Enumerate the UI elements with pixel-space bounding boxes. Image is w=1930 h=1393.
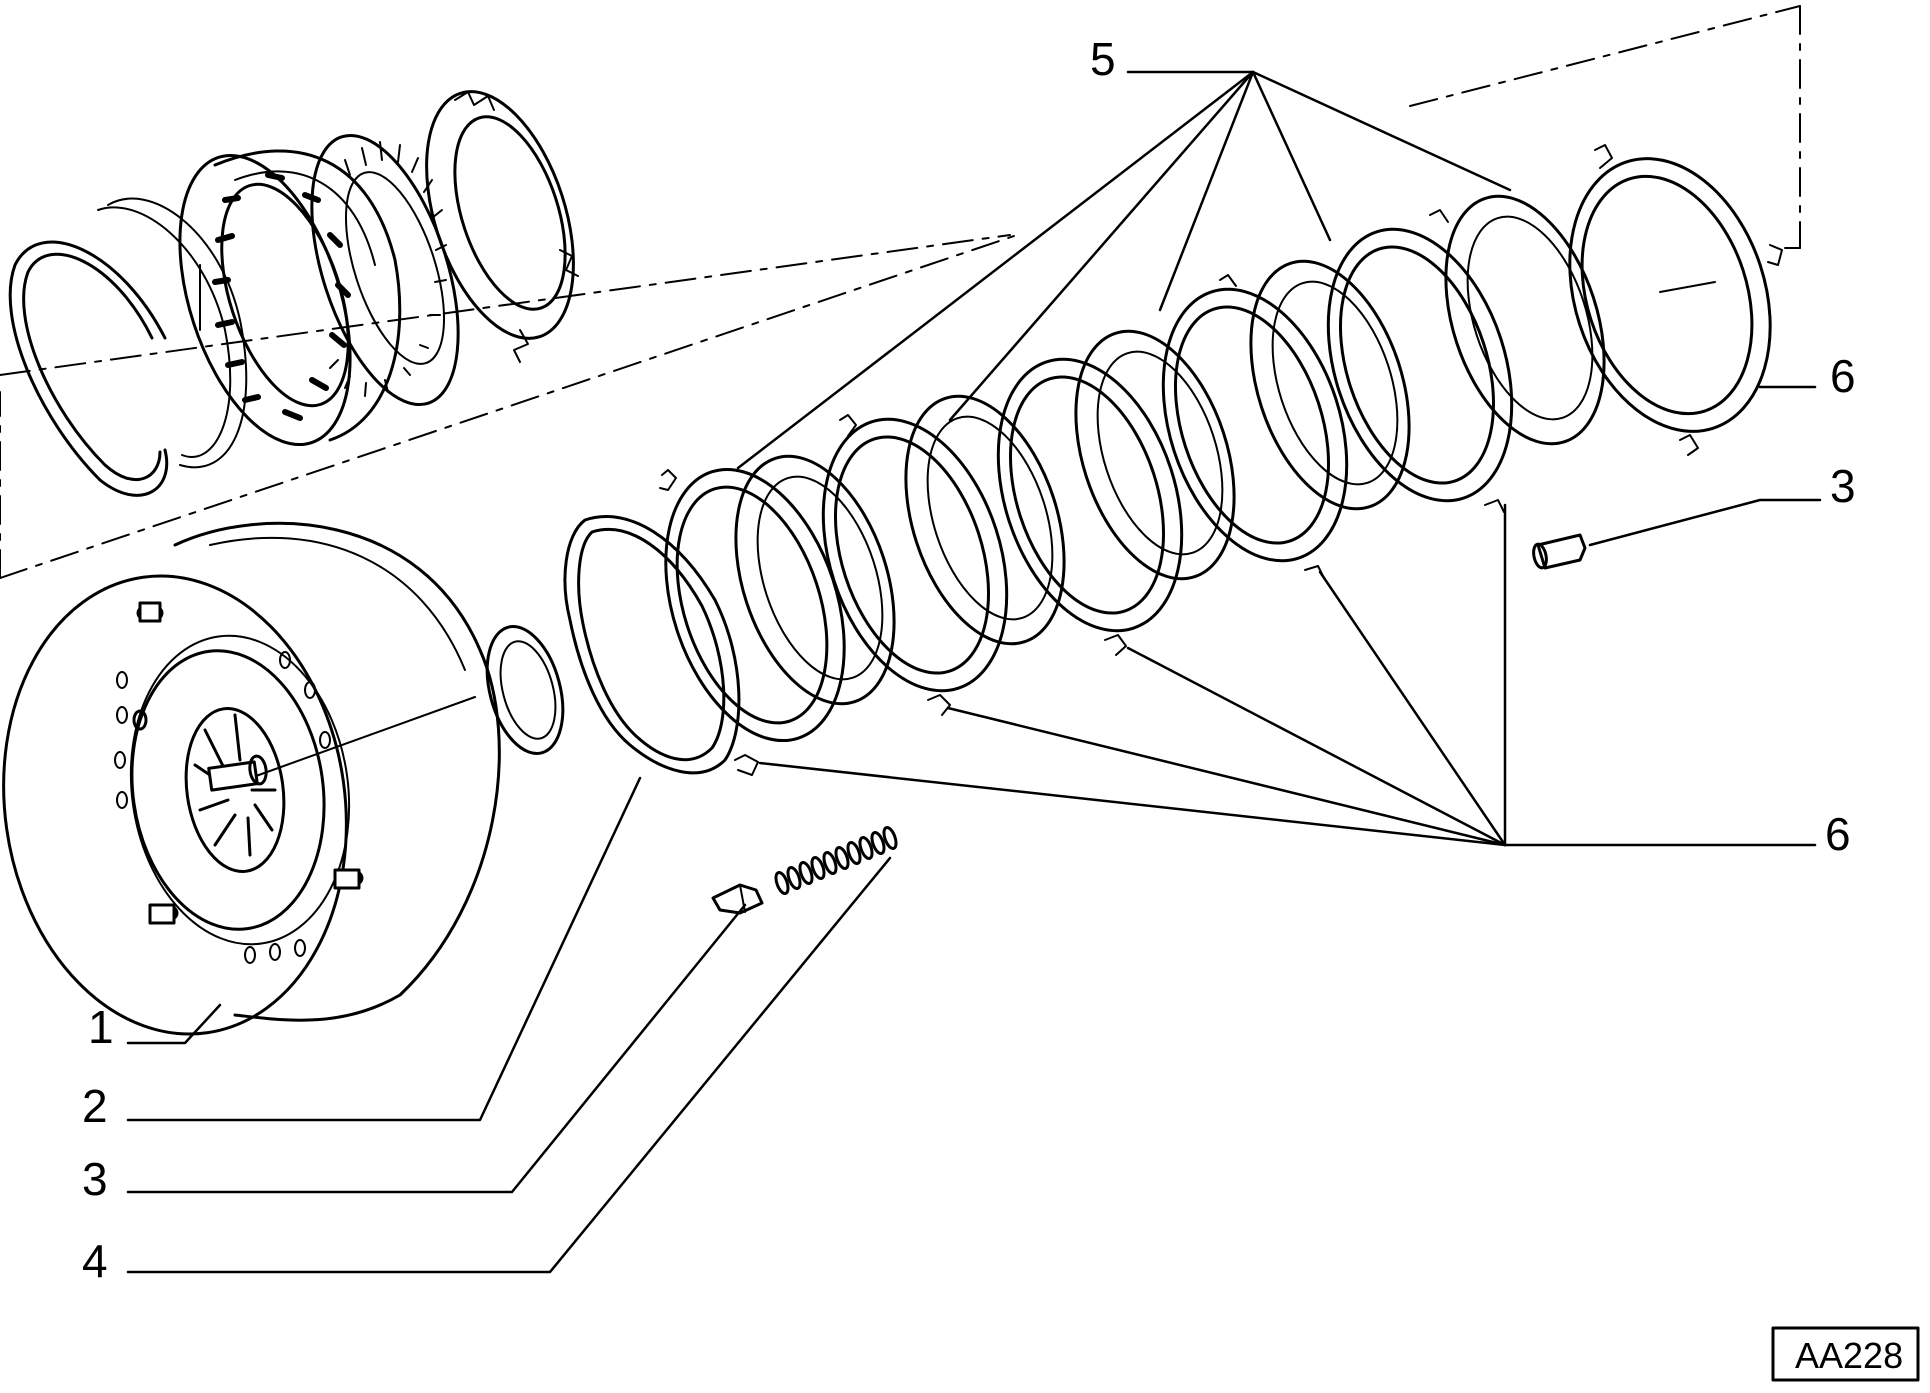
thin-ring xyxy=(107,197,248,469)
alignment-bracket xyxy=(0,5,1801,579)
friction-disc-3 xyxy=(1074,329,1236,581)
leader-lines xyxy=(126,70,1822,1274)
callout-3-right: 3 xyxy=(1830,460,1856,512)
reference-code: AA228 xyxy=(1795,1335,1903,1376)
converter-studs xyxy=(132,601,364,925)
steel-plate-1 xyxy=(659,467,846,776)
callout-6-top: 6 xyxy=(1830,350,1856,402)
small-pin xyxy=(1532,533,1587,570)
oil-seal xyxy=(485,625,565,755)
callouts: 1 2 3 4 5 6 3 6 xyxy=(82,33,1856,1287)
steel-plate-4 xyxy=(1161,274,1349,579)
coil-spring xyxy=(774,826,898,895)
friction-disc-2 xyxy=(904,394,1066,646)
steel-plate-5 xyxy=(1326,209,1514,513)
plunger xyxy=(711,883,764,915)
callout-4: 4 xyxy=(82,1235,108,1287)
callout-1: 1 xyxy=(88,1001,114,1053)
snap-ring xyxy=(8,240,169,497)
roller-hub xyxy=(178,149,402,447)
callout-3-left: 3 xyxy=(82,1153,108,1205)
friction-disc-5 xyxy=(1444,194,1606,446)
torque-converter xyxy=(2,521,501,1036)
reference-code-box: AA228 xyxy=(1771,1326,1920,1382)
steel-plate-3 xyxy=(996,357,1184,656)
upper-clutch-assembly xyxy=(0,90,1011,497)
friction-disc-4 xyxy=(1249,259,1411,511)
converter-holes xyxy=(114,651,331,964)
steel-plate-2 xyxy=(821,414,1009,716)
clutch-plate-stack xyxy=(659,144,1783,776)
steel-plate-6 xyxy=(1568,144,1783,456)
callout-5: 5 xyxy=(1090,33,1116,85)
toothed-disc xyxy=(425,90,579,363)
axis-line xyxy=(0,234,1011,376)
callout-6-bottom: 6 xyxy=(1825,808,1851,860)
callout-2: 2 xyxy=(82,1080,108,1132)
o-ring xyxy=(563,515,741,775)
friction-disc-1 xyxy=(734,454,896,706)
